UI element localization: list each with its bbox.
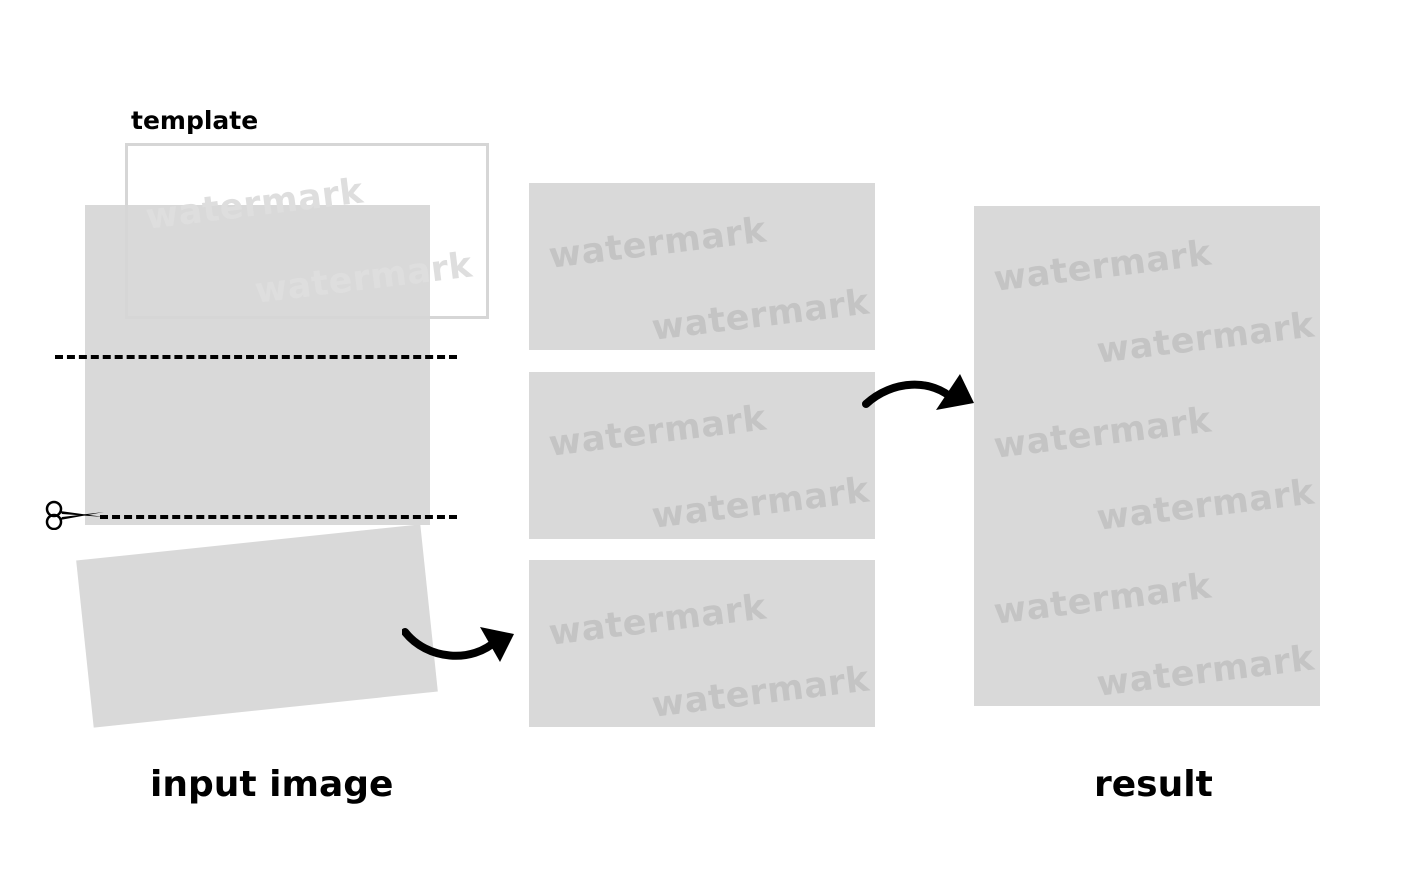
result-panel bbox=[974, 206, 1320, 706]
input-image-panel bbox=[85, 205, 430, 525]
template-box bbox=[125, 143, 489, 319]
cut-slice-rotated bbox=[76, 524, 438, 728]
slice-panel-1 bbox=[529, 183, 875, 350]
cut-line-upper bbox=[55, 355, 457, 359]
cut-line-lower bbox=[100, 515, 457, 519]
template-label: template bbox=[131, 106, 259, 135]
result-caption: result bbox=[1094, 764, 1213, 805]
scissors-icon bbox=[45, 500, 104, 530]
slice-panel-3 bbox=[529, 560, 875, 727]
slice-panel-2 bbox=[529, 372, 875, 539]
curved-arrow-icon bbox=[862, 374, 974, 410]
curved-arrow-icon bbox=[402, 627, 514, 662]
input-image-caption: input image bbox=[150, 764, 394, 805]
